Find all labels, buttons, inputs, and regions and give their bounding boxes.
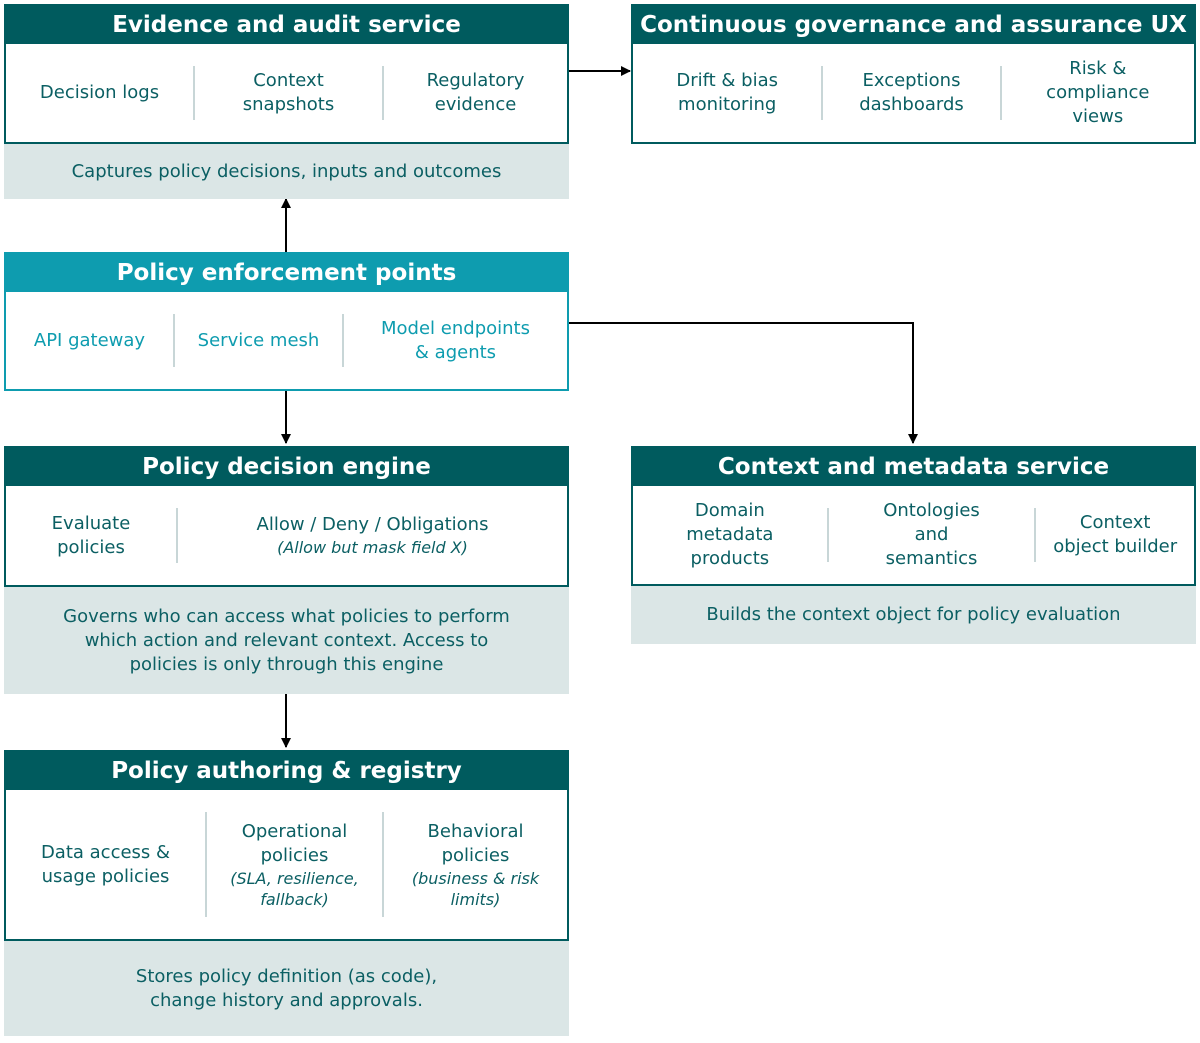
decision-engine-title: Policy decision engine	[6, 448, 567, 486]
allow-deny-obligations-item: Allow / Deny / Obligations (Allow but ma…	[178, 486, 567, 585]
domain-metadata-products-item: Domain metadata products	[686, 500, 774, 569]
context-metadata-box: Context and metadata service Domain meta…	[631, 446, 1196, 586]
divider	[382, 66, 384, 120]
allow-deny-label: Allow / Deny / Obligations	[256, 514, 489, 535]
operational-policies-label: Operational policies	[241, 820, 348, 866]
evidence-audit-title: Evidence and audit service	[6, 6, 567, 44]
drift-bias-monitoring-item: Drift & bias monitoring	[676, 70, 778, 115]
divider	[193, 66, 195, 120]
operational-policies-sublabel: (SLA, resilience, fallback)	[230, 868, 359, 909]
divider	[176, 508, 178, 563]
operational-policies-item: Operational policies (SLA, resilience, f…	[207, 790, 382, 939]
context-snapshots-item: Context snapshots	[242, 70, 335, 115]
risk-compliance-views-item: Risk & compliance views	[1046, 58, 1150, 127]
evaluate-policies-item: Evaluate policies	[51, 512, 131, 558]
governance-ux-box: Continuous governance and assurance UX D…	[631, 4, 1196, 144]
behavioral-policies-item: Behavioral policies (business & risk lim…	[384, 790, 567, 939]
evidence-audit-note: Captures policy decisions, inputs and ou…	[4, 144, 569, 199]
exceptions-dashboards-item: Exceptions dashboards	[859, 70, 964, 115]
data-access-usage-policies-item: Data access & usage policies	[40, 841, 171, 887]
authoring-registry-title: Policy authoring & registry	[6, 752, 567, 790]
context-object-builder-item: Context object builder	[1053, 512, 1178, 557]
model-endpoints-agents-item: Model endpoints & agents	[381, 317, 530, 363]
divider	[1034, 508, 1037, 562]
context-metadata-title: Context and metadata service	[633, 448, 1194, 486]
regulatory-evidence-item: Regulatory evidence	[426, 70, 525, 115]
ontologies-semantics-item: Ontologies and semantics	[883, 500, 980, 569]
enforcement-points-title: Policy enforcement points	[6, 254, 567, 292]
divider	[382, 812, 384, 917]
decision-logs-item: Decision logs	[39, 82, 160, 103]
governance-ux-title: Continuous governance and assurance UX	[633, 6, 1194, 44]
context-metadata-note: Builds the context object for policy eva…	[631, 586, 1196, 644]
divider	[821, 66, 824, 120]
allow-mask-sublabel: (Allow but mask field X)	[277, 538, 468, 557]
divider	[173, 314, 175, 367]
arrow-enforcement-to-context	[568, 322, 918, 444]
service-mesh-item: Service mesh	[197, 329, 320, 351]
decision-engine-note: Governs who can access what policies to …	[4, 587, 569, 694]
divider	[999, 66, 1002, 120]
authoring-registry-note: Stores policy definition (as code), chan…	[4, 941, 569, 1036]
api-gateway-item: API gateway	[33, 329, 146, 351]
behavioral-policies-sublabel: (business & risk limits)	[411, 868, 540, 909]
divider	[205, 812, 207, 917]
evidence-audit-box: Evidence and audit service Decision logs…	[4, 4, 569, 144]
divider	[342, 314, 344, 367]
decision-engine-box: Policy decision engine Evaluate policies…	[4, 446, 569, 587]
divider	[826, 508, 829, 562]
behavioral-policies-label: Behavioral policies	[427, 820, 524, 866]
authoring-registry-box: Policy authoring & registry Data access …	[4, 750, 569, 941]
enforcement-points-box: Policy enforcement points API gateway Se…	[4, 252, 569, 391]
